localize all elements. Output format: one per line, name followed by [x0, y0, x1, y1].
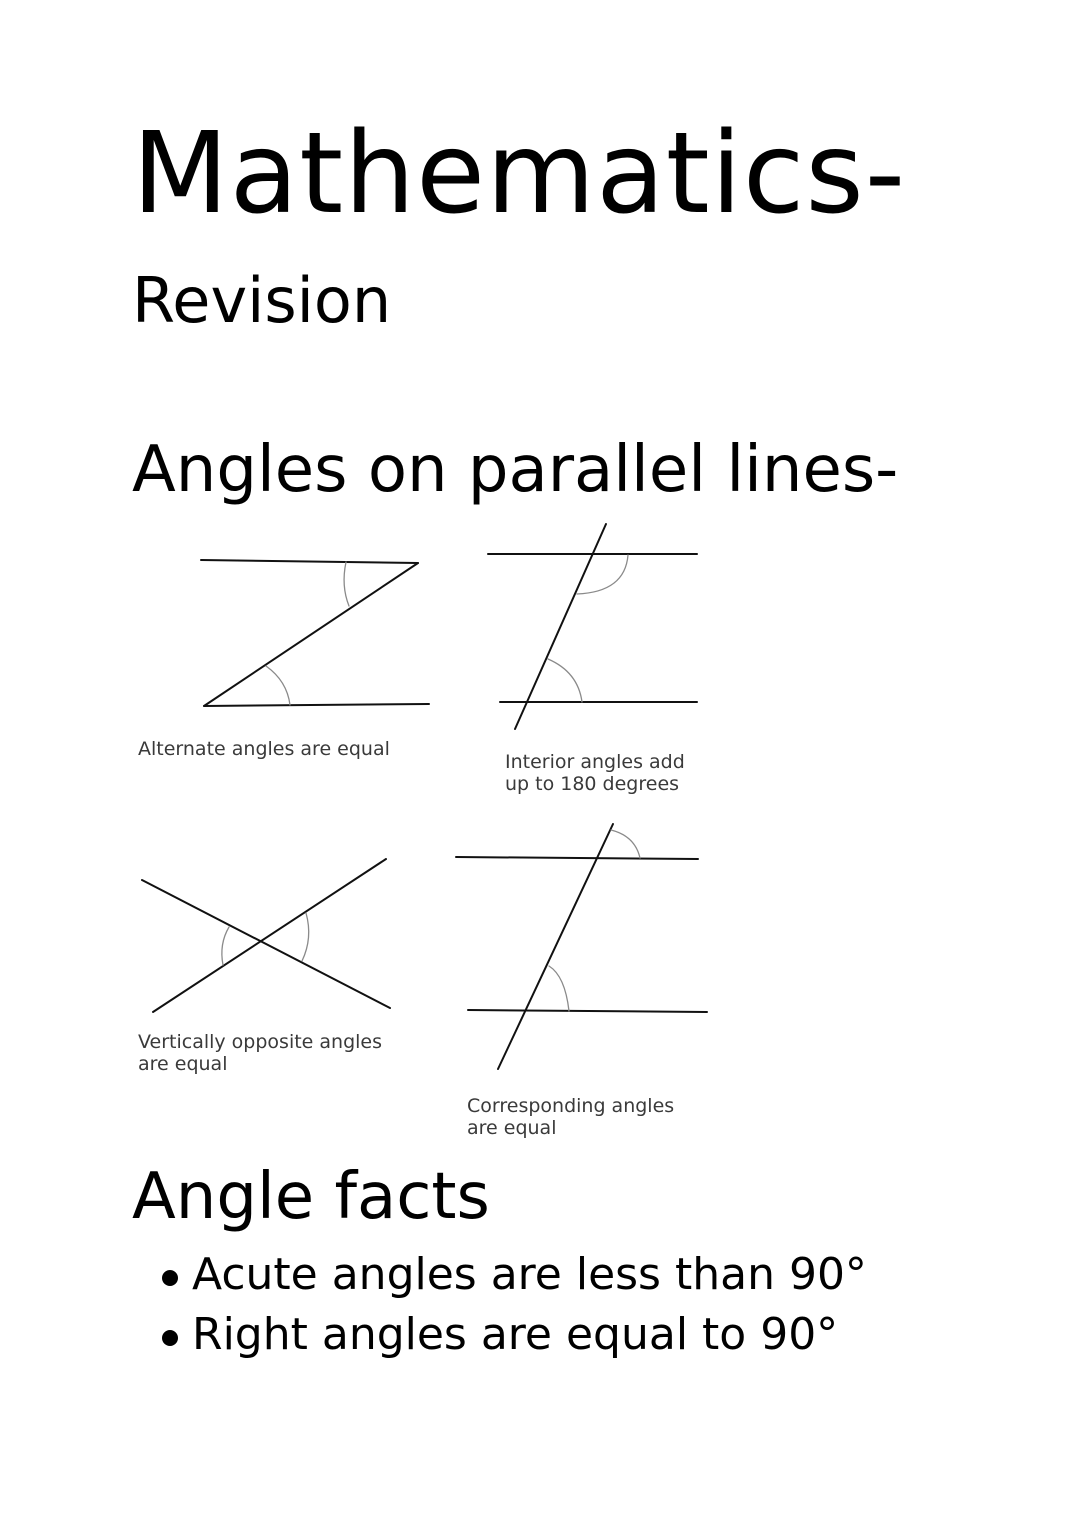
transversal-line	[497, 823, 614, 1070]
bullet-icon	[162, 1330, 178, 1346]
caption-vertically-opposite-angles: Vertically opposite angles are equal	[138, 1031, 382, 1075]
page-title: Mathematics-	[132, 109, 907, 239]
caption-line: Interior angles add	[505, 751, 685, 773]
caption-line: Vertically opposite angles	[138, 1031, 383, 1053]
crossing-line-2	[152, 858, 387, 1013]
list-item: Right angles are equal to 90°	[162, 1305, 867, 1365]
crossing-line-1	[141, 879, 391, 1009]
diagram-interior-angles	[487, 523, 698, 730]
list-item: Acute angles are less than 90°	[162, 1245, 867, 1305]
angle-arc-top	[343, 561, 350, 607]
transversal-line	[514, 523, 607, 730]
parallel-line-top	[455, 856, 699, 860]
caption-corresponding-angles: Corresponding angles are equal	[467, 1095, 674, 1139]
caption-interior-angles: Interior angles add up to 180 degrees	[505, 751, 685, 795]
fact-text: Acute angles are less than 90°	[192, 1249, 867, 1300]
parallel-line-bottom	[467, 1009, 708, 1013]
parallel-line-bottom	[203, 703, 430, 707]
angle-arc-bottom	[547, 658, 583, 703]
page-subtitle: Revision	[132, 264, 392, 337]
angle-arc-bottom	[265, 665, 291, 706]
caption-line: Alternate angles are equal	[138, 738, 390, 760]
angle-facts-list: Acute angles are less than 90° Right ang…	[162, 1245, 867, 1365]
fact-text: Right angles are equal to 90°	[192, 1309, 839, 1360]
angle-arc-top	[576, 554, 629, 595]
caption-alternate-angles: Alternate angles are equal	[138, 738, 390, 760]
angle-arc-right	[301, 912, 310, 962]
caption-line: are equal	[138, 1053, 228, 1075]
angle-arc-top	[610, 829, 641, 859]
bullet-icon	[162, 1270, 178, 1286]
angle-arc-left	[221, 926, 230, 966]
diagram-vertically-opposite-angles	[141, 858, 391, 1013]
section-heading-angle-facts: Angle facts	[132, 1160, 490, 1234]
angle-arc-bottom	[548, 965, 570, 1012]
caption-line: Corresponding angles	[467, 1095, 675, 1117]
diagram-alternate-angles	[200, 559, 430, 707]
transversal-line	[203, 562, 419, 707]
caption-line: are equal	[467, 1117, 557, 1139]
parallel-line-top	[200, 559, 419, 564]
caption-line: up to 180 degrees	[505, 773, 680, 795]
diagram-corresponding-angles	[455, 823, 708, 1070]
section-heading-parallel-lines: Angles on parallel lines-	[132, 433, 899, 507]
